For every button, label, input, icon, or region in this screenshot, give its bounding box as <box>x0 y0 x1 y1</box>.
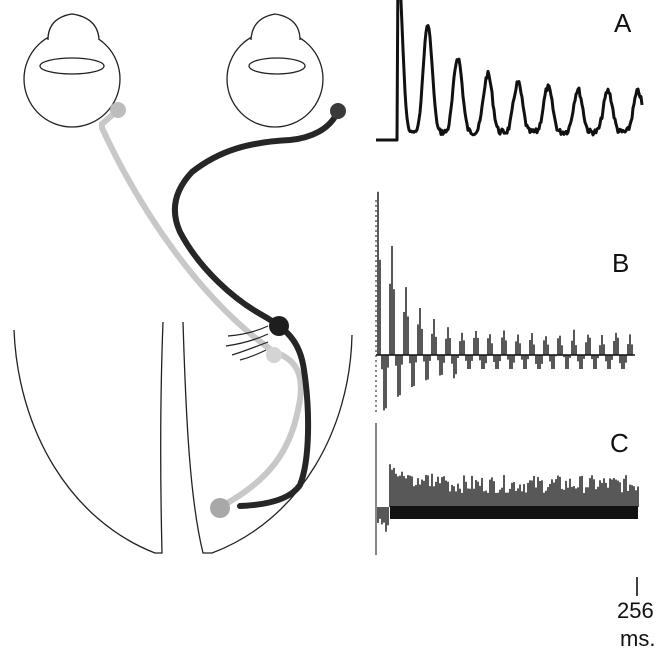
left-eye <box>24 14 120 127</box>
left-retina-neuron <box>110 102 126 118</box>
dark-relay-neuron <box>269 316 289 336</box>
panel-label-c: C <box>610 428 629 458</box>
histogram-c <box>376 423 638 555</box>
right-eye <box>227 14 323 127</box>
left-hemisphere-outline <box>14 322 163 553</box>
light-target-neuron <box>210 498 230 518</box>
panel-label-b: B <box>612 248 629 278</box>
scale-value: 256 <box>617 598 654 623</box>
light-relay-neuron <box>266 347 282 363</box>
panel-label-a: A <box>614 8 632 38</box>
dark-pathway <box>175 103 346 506</box>
histogram-b <box>376 192 635 415</box>
trace-a <box>376 0 642 140</box>
anatomy-diagram <box>14 14 352 553</box>
scale-unit: ms. <box>620 626 655 651</box>
scale-bar: 256 ms. <box>617 577 655 651</box>
right-retina-neuron <box>330 103 346 119</box>
